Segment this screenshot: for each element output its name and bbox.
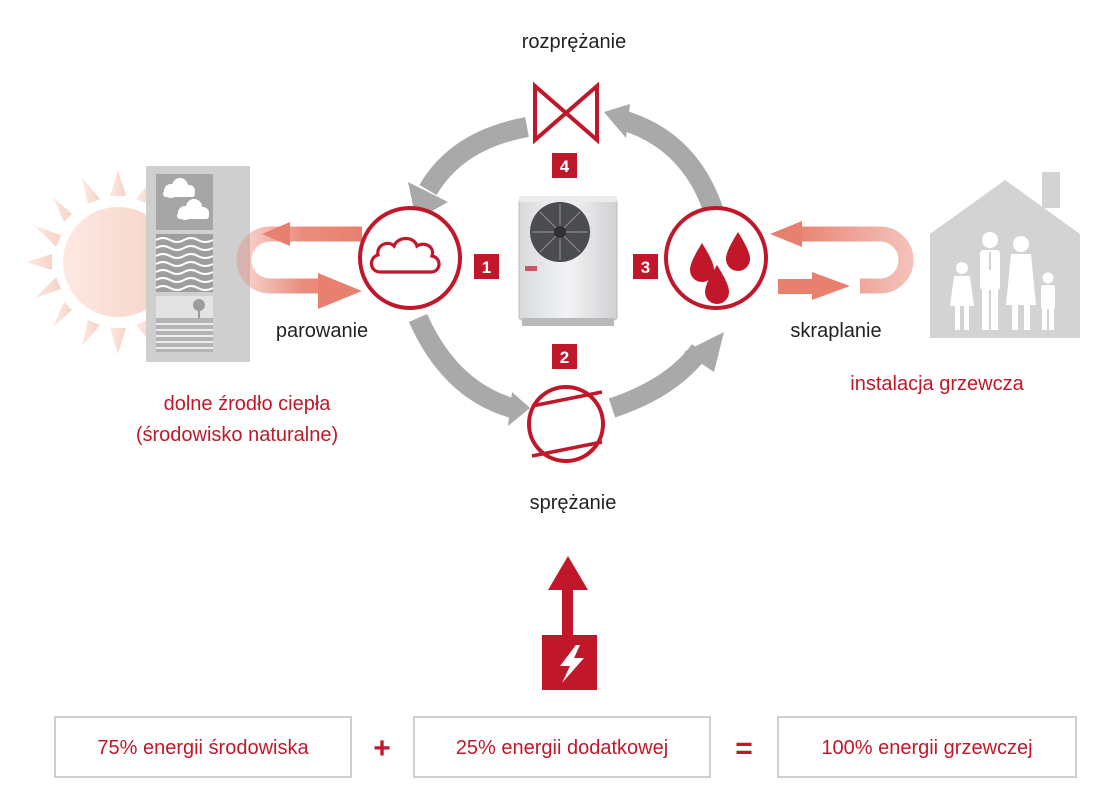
condensation-label: skraplanie (790, 320, 881, 342)
step-number-1: 1 (482, 258, 491, 277)
heat-source-label-line2: (środowisko naturalne) (136, 424, 338, 446)
step-number-3: 3 (641, 258, 650, 277)
heating-system-label: instalacja grzewcza (850, 373, 1024, 395)
step-number-2: 2 (560, 348, 569, 367)
expansion-label: rozprężanie (522, 31, 627, 53)
drops-icon (664, 206, 768, 310)
heating-loop-arrow (770, 221, 914, 300)
cloud-icon (358, 206, 462, 310)
evaporation-label: parowanie (276, 320, 368, 342)
step-number-4: 4 (560, 157, 570, 176)
step-badge-2: 2 (552, 344, 577, 369)
lightning-icon (542, 635, 597, 690)
house-family-icon (930, 172, 1080, 338)
step-badge-1: 1 (474, 254, 499, 279)
heating-energy-text: 100% energii grzewczej (821, 737, 1032, 759)
compressor-icon (527, 385, 605, 463)
step-badge-3: 3 (633, 254, 658, 279)
plus-sign: + (373, 732, 391, 765)
environment-energy-box: 75% energii środowiska (54, 716, 352, 778)
source-loop-arrow (236, 222, 362, 309)
environment-panel (146, 166, 250, 362)
refrigerant-cycle (408, 104, 724, 426)
environment-energy-text: 75% energii środowiska (97, 737, 309, 759)
additional-energy-text: 25% energii dodatkowej (456, 737, 668, 759)
equals-sign: = (735, 732, 753, 765)
valve-icon (533, 81, 599, 145)
heat-pump-unit (518, 196, 618, 326)
heat-source-label-line1: dolne źrodło ciepła (164, 393, 332, 415)
additional-energy-box: 25% energii dodatkowej (413, 716, 711, 778)
compression-label: sprężanie (530, 492, 617, 514)
power-input-arrow (548, 556, 588, 638)
step-badge-4: 4 (552, 153, 577, 178)
heating-energy-box: 100% energii grzewczej (777, 716, 1077, 778)
